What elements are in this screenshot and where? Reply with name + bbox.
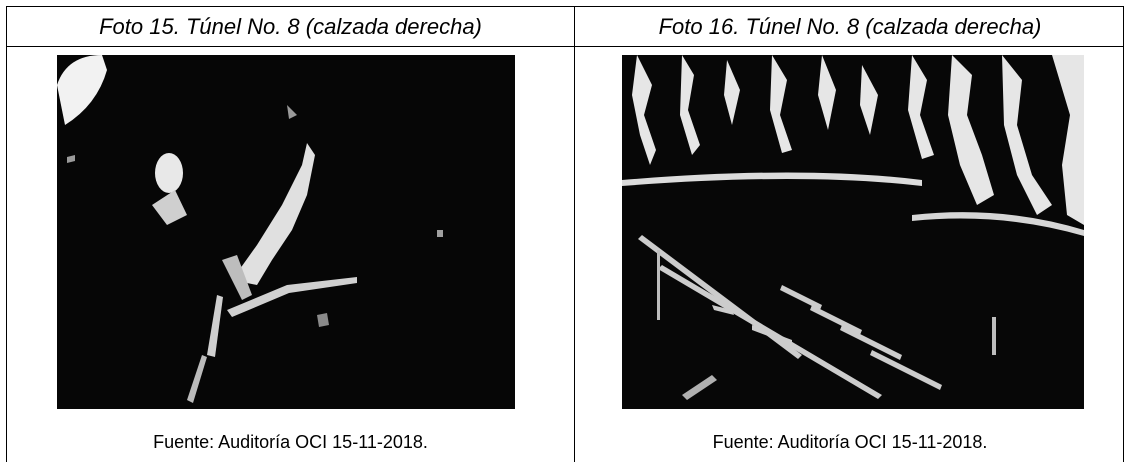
column-divider <box>574 7 575 462</box>
photo-16-tunnel-image <box>622 55 1084 409</box>
photo-16-caption: Foto 16. Túnel No. 8 (calzada derecha) <box>658 14 1042 39</box>
photo-15-source: Fuente: Auditoría OCI 15-11-2018. <box>153 432 428 452</box>
photo-15-tunnel-image <box>57 55 515 409</box>
header-divider <box>7 46 1123 47</box>
photo-15-caption: Foto 15. Túnel No. 8 (calzada derecha) <box>99 14 482 39</box>
photo-table: Foto 15. Túnel No. 8 (calzada derecha) F… <box>6 6 1124 462</box>
photo-16-source: Fuente: Auditoría OCI 15-11-2018. <box>712 432 988 452</box>
